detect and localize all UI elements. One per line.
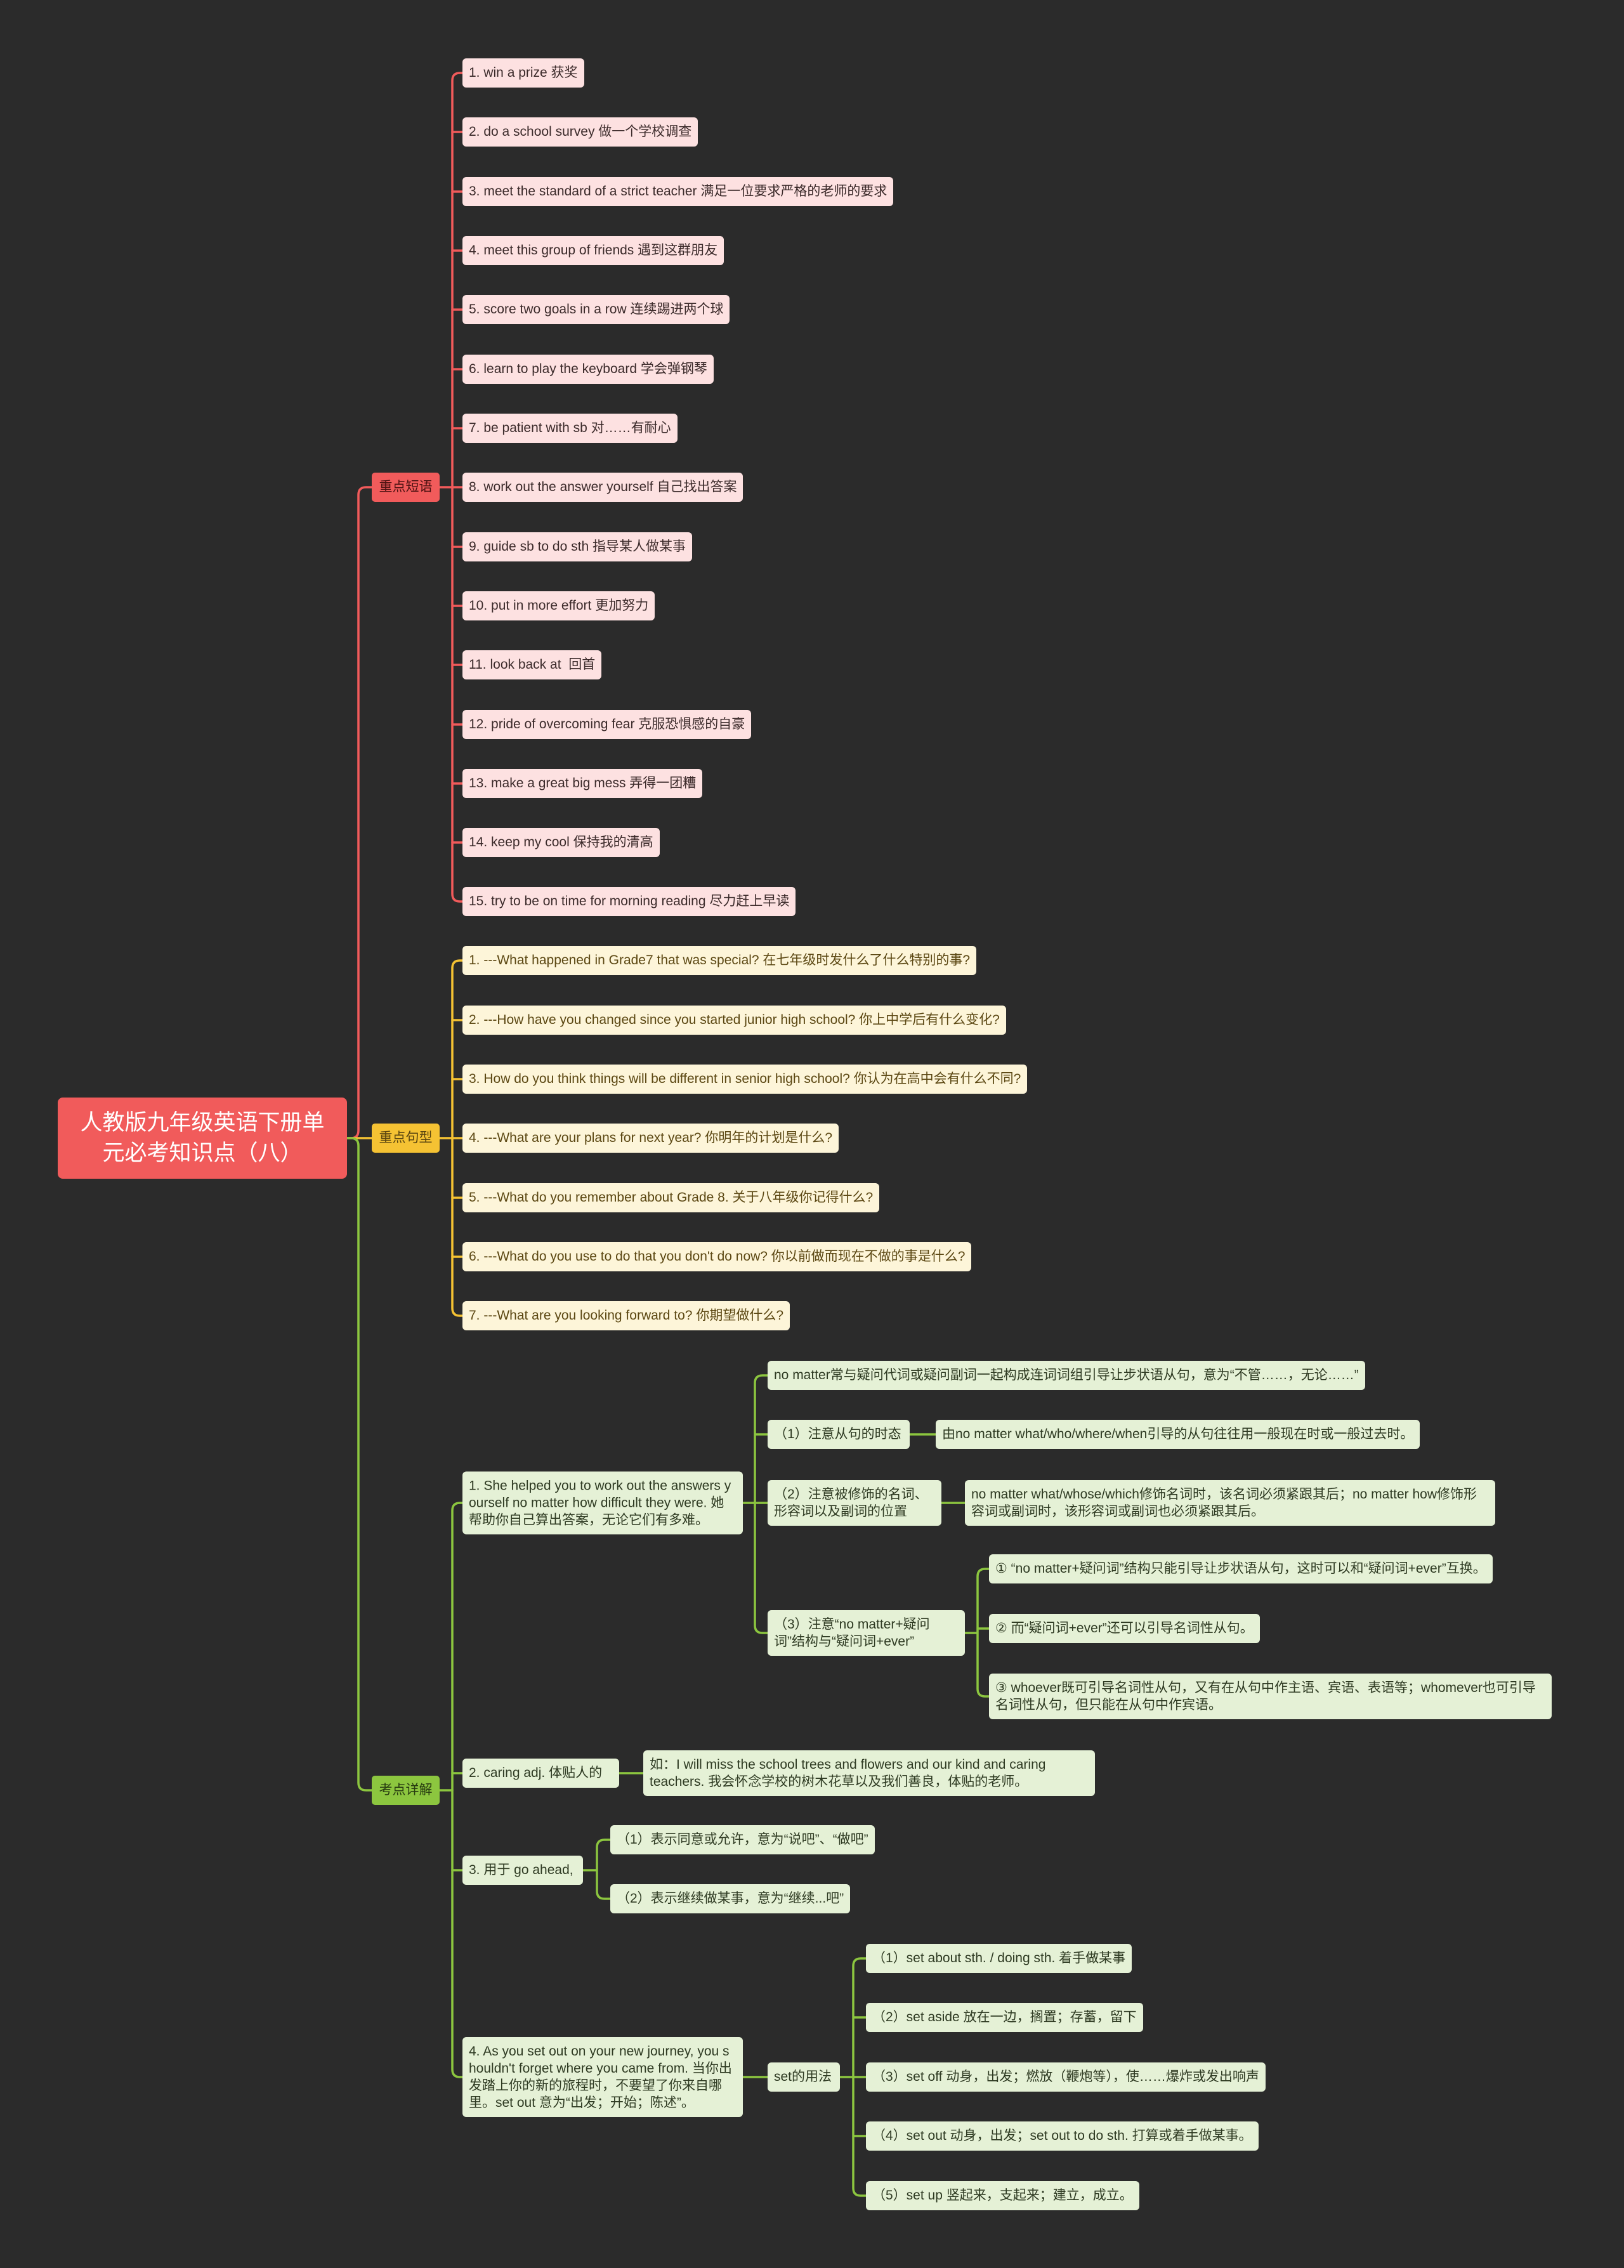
exam-point-item: 4. As you set out on your new journey, y… xyxy=(462,2037,743,2117)
phrase-item: 2. do a school survey 做一个学校调查 xyxy=(462,117,698,147)
phrase-item: 10. put in more effort 更加努力 xyxy=(462,591,655,620)
phrase-item: 5. score two goals in a row 连续踢进两个球 xyxy=(462,295,730,324)
phrase-item: 15. try to be on time for morning readin… xyxy=(462,887,796,916)
exam-point-detail: ① “no matter+疑问词”结构只能引导让步状语从句，这时可以和“疑问词+… xyxy=(989,1554,1493,1583)
sentence-item: 2. ---How have you changed since you sta… xyxy=(462,1006,1006,1035)
phrase-item: 14. keep my cool 保持我的清高 xyxy=(462,828,660,857)
set-usage-item: （2）set aside 放在一边，搁置；存蓄，留下 xyxy=(866,2003,1143,2032)
sentence-item: 6. ---What do you use to do that you don… xyxy=(462,1242,972,1271)
exam-point-note: 如：I will miss the school trees and flowe… xyxy=(643,1750,1095,1796)
mindmap-root-title: 人教版九年级英语下册单元必考知识点（八） xyxy=(58,1098,347,1179)
exam-point-item: 2. caring adj. 体贴人的 xyxy=(462,1759,619,1788)
sentence-item: 4. ---What are your plans for next year?… xyxy=(462,1124,839,1153)
exam-point-note: （1）表示同意或允许，意为“说吧”、“做吧” xyxy=(610,1825,875,1854)
sentence-item: 1. ---What happened in Grade7 that was s… xyxy=(462,946,977,975)
sentence-item: 3. How do you think things will be diffe… xyxy=(462,1065,1028,1094)
exam-point-note: set的用法 xyxy=(768,2062,840,2092)
branch-exam-points: 考点详解 xyxy=(372,1776,440,1805)
connector-sentences-ticks xyxy=(451,1019,471,1258)
connector-root-phrases xyxy=(316,486,382,1139)
phrase-item: 4. meet this group of friends 遇到这群朋友 xyxy=(462,236,724,265)
phrase-item: 12. pride of overcoming fear 克服恐惧感的自豪 xyxy=(462,710,752,739)
exam-point-detail: no matter what/whose/which修饰名词时，该名词必须紧跟其… xyxy=(965,1480,1495,1526)
connector-root-points xyxy=(316,1137,382,1792)
phrase-item: 7. be patient with sb 对……有耐心 xyxy=(462,414,678,443)
exam-point-note: （1）注意从句的时态 xyxy=(768,1420,910,1449)
phrase-item: 6. learn to play the keyboard 学会弹钢琴 xyxy=(462,355,714,384)
exam-point-detail: ③ whoever既可引导名词性从句，又有在从句中作主语、宾语、表语等；whom… xyxy=(989,1674,1552,1719)
phrase-item: 9. guide sb to do sth 指导某人做某事 xyxy=(462,532,692,561)
sentence-item: 7. ---What are you looking forward to? 你… xyxy=(462,1301,790,1330)
connector-points-trunk xyxy=(451,1502,471,2078)
sentence-item: 5. ---What do you remember about Grade 8… xyxy=(462,1183,880,1212)
phrase-item: 3. meet the standard of a strict teacher… xyxy=(462,177,894,206)
exam-point-note: no matter常与疑问代词或疑问副词一起构成连词词组引导让步状语从句，意为“… xyxy=(768,1361,1365,1390)
exam-point-note: （3）注意“no matter+疑问词”结构与“疑问词+ever” xyxy=(768,1610,965,1656)
set-usage-item: （1）set about sth. / doing sth. 着手做某事 xyxy=(866,1944,1132,1973)
branch-key-sentences: 重点句型 xyxy=(372,1124,440,1153)
exam-point-item: 3. 用于 go ahead, xyxy=(462,1856,583,1885)
set-usage-item: （3）set off 动身，出发；燃放（鞭炮等），使……爆炸或发出响声 xyxy=(866,2062,1266,2092)
exam-point-note: （2）表示继续做某事，意为“继续...吧” xyxy=(610,1884,851,1913)
exam-point-detail: ② 而“疑问词+ever”还可以引导名词性从句。 xyxy=(989,1614,1260,1643)
exam-point-item: 1. She helped you to work out the answer… xyxy=(462,1471,743,1535)
phrase-item: 1. win a prize 获奖 xyxy=(462,58,584,88)
exam-point-detail: 由no matter what/who/where/when引导的从句往往用一般… xyxy=(936,1420,1420,1449)
exam-point-note: （2）注意被修饰的名词、形容词以及副词的位置 xyxy=(768,1480,941,1526)
phrase-item: 8. work out the answer yourself 自己找出答案 xyxy=(462,473,743,502)
set-usage-item: （4）set out 动身，出发；set out to do sth. 打算或着… xyxy=(866,2121,1259,2151)
connector-phrases-ticks xyxy=(451,131,471,844)
set-usage-item: （5）set up 竖起来，支起来；建立，成立。 xyxy=(866,2181,1139,2210)
phrase-item: 13. make a great big mess 弄得一团糟 xyxy=(462,769,703,798)
phrase-item: 11. look back at 回首 xyxy=(462,650,602,679)
branch-key-phrases: 重点短语 xyxy=(372,473,440,502)
